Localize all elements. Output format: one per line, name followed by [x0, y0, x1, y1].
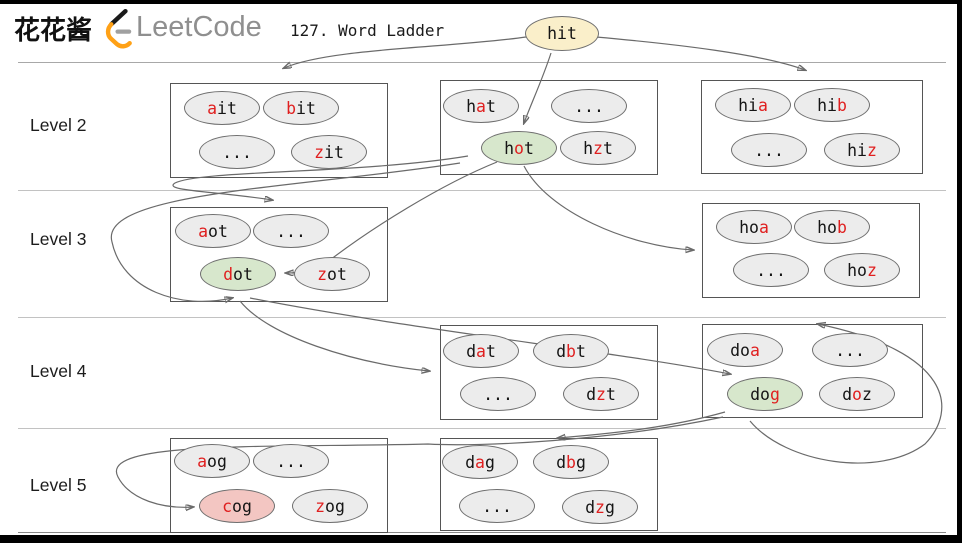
level-label-3: Level 3 — [30, 229, 87, 249]
leetcode-icon — [105, 8, 132, 49]
frame-right-bar — [957, 0, 962, 543]
level-label-2: Level 2 — [30, 115, 87, 135]
level-label-4: Level 4 — [30, 361, 87, 381]
ellipsis-node: ... — [733, 253, 809, 287]
level3-4-separator — [18, 317, 946, 318]
ellipsis-node: ... — [459, 489, 535, 523]
level4-5-separator — [18, 428, 946, 429]
ellipsis-node: ... — [551, 89, 627, 123]
brand-text: 花花酱 — [14, 15, 93, 45]
level2-3-separator — [18, 190, 946, 191]
level-label-5: Level 5 — [30, 475, 87, 495]
ellipsis-node: ... — [812, 333, 888, 367]
leetcode-wordmark: LeetCode — [136, 11, 262, 43]
ellipsis-node: ... — [253, 444, 329, 478]
ellipsis-node: ... — [460, 377, 536, 411]
bottom-separator — [18, 532, 946, 533]
node-hit: hit — [525, 16, 599, 51]
ellipsis-node: ... — [731, 133, 807, 167]
problem-title: 127. Word Ladder — [290, 21, 445, 40]
ellipsis-node: ... — [253, 214, 329, 248]
ellipsis-node: ... — [199, 135, 275, 169]
frame-top-bar — [0, 0, 962, 4]
header-separator — [18, 62, 946, 63]
frame-bottom-bar — [0, 535, 962, 543]
